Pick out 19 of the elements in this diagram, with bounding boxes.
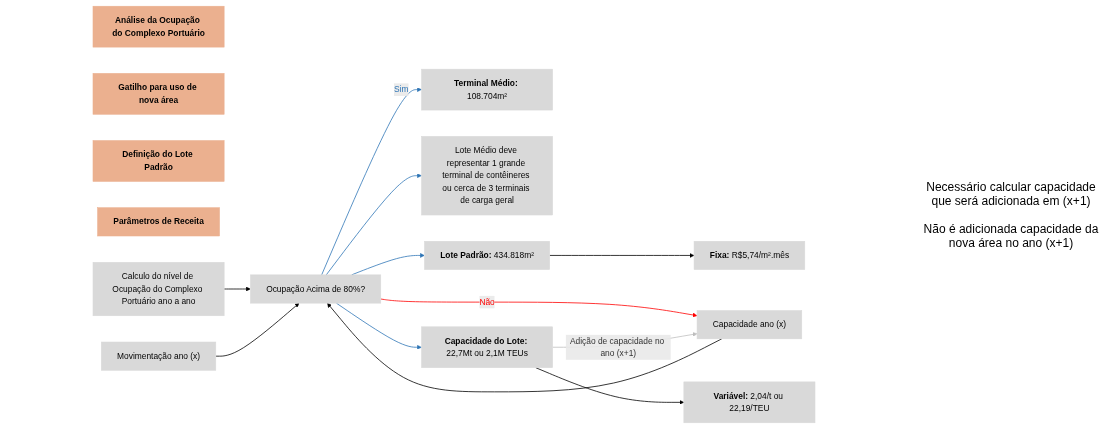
node-box: Ocupação Acima de 80%? (250, 274, 382, 304)
node-box: Definição do Lote Padrão (92, 140, 225, 182)
node-box: Calculo do nível de Ocupação do Complexo Portuário ano a ano (92, 262, 225, 317)
edge-label: Sim (393, 84, 409, 94)
edge-label: Não (479, 297, 495, 307)
node-box: Lote Médio deve representar 1 grande terminal de contêineres ou cerca de 3 terminais de carga geral (421, 136, 553, 216)
node-box: Fixa: R$5,74/m².mês (693, 241, 806, 270)
node-box: Capacidade do Lote: 22,7Mt ou 2,1M TEUs (421, 326, 553, 368)
node-box: Gatilho para uso de nova área (92, 73, 225, 115)
note-text: Necessário calcular capacidade que será adicionada em (x+1) (925, 179, 1097, 208)
node-box: Análise da Ocupação do Complexo Portuário (92, 5, 225, 48)
note-text: Não é adicionada capacidade da nova área no ano (x+1) (922, 221, 1100, 250)
node-box: Terminal Médio: 108.704m² (421, 68, 553, 111)
node-box: Variável: 2,04/t ou 22,19/TEU (683, 381, 816, 424)
node-box: Movimentação ano (x) (101, 341, 217, 371)
node-box: Lote Padrão: 434.818m² (424, 241, 550, 270)
node-box: Parâmetros de Receita (97, 207, 220, 237)
edge-label: Adição de capacidade no ano (x+1) (569, 336, 665, 358)
node-box: Capacidade ano (x) (696, 310, 803, 340)
